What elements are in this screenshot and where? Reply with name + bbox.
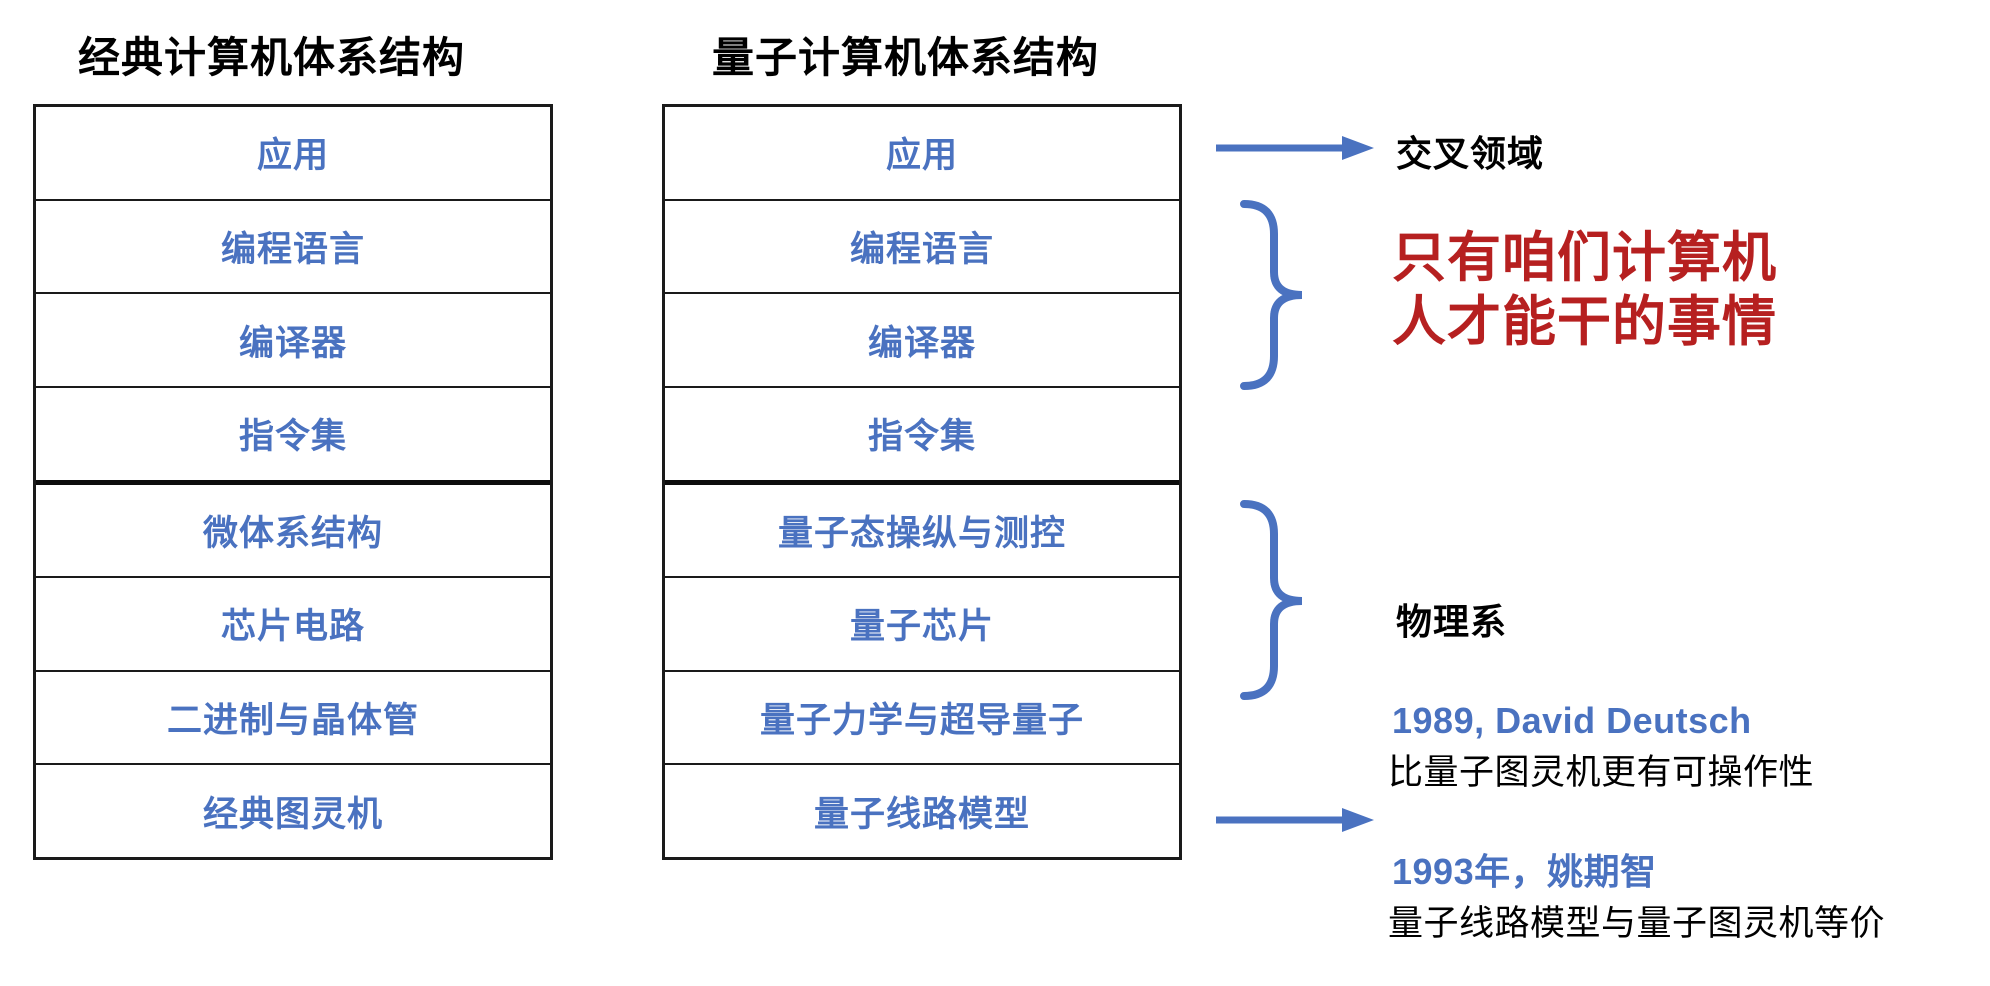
quantum-layer-quantum-chip[interactable]: 量子芯片 (665, 578, 1179, 672)
arrow-right-icon-cross-domain (1216, 136, 1374, 160)
classic-architecture-stack: 应用 编程语言 编译器 指令集 微体系结构 芯片电路 二进制与晶体管 经典图灵机 (33, 104, 553, 860)
curly-brace-icon-hardware-layers (1240, 500, 1303, 700)
physics-department-label: 物理系 (1396, 601, 1508, 642)
date-1993-yao-label: 1993年，姚期智 (1392, 851, 1657, 892)
quantum-layer-mechanics-superconducting[interactable]: 量子力学与超导量子 (665, 672, 1179, 766)
arrow-right-icon-circuit-model (1216, 808, 1374, 832)
red-callout-line-1: 只有咱们计算机 (1392, 228, 1777, 288)
date-1989-deutsch-label: 1989, David Deutsch (1392, 700, 1752, 741)
quantum-layer-state-control[interactable]: 量子态操纵与测控 (665, 485, 1179, 579)
classic-architecture-title: 经典计算机体系结构 (78, 34, 466, 81)
curly-brace-icon-software-layers (1240, 200, 1303, 390)
classic-layer-application[interactable]: 应用 (36, 107, 550, 201)
date-1989-description: 比量子图灵机更有可操作性 (1388, 753, 1815, 792)
red-callout-text: 只有咱们计算机 人才能干的事情 (1392, 227, 1777, 354)
classic-layer-compiler[interactable]: 编译器 (36, 294, 550, 388)
quantum-layer-circuit-model[interactable]: 量子线路模型 (813, 794, 1030, 834)
quantum-layer-application[interactable]: 应用 (665, 107, 1179, 201)
classic-layer-binary-transistor[interactable]: 二进制与晶体管 (36, 672, 550, 766)
cross-domain-label: 交叉领域 (1396, 133, 1545, 174)
quantum-layer-compiler[interactable]: 编译器 (665, 294, 1179, 388)
quantum-layer-instruction-set[interactable]: 指令集 (665, 388, 1179, 485)
classic-layer-programming-language[interactable]: 编程语言 (36, 201, 550, 295)
quantum-layer-programming-language[interactable]: 编程语言 (665, 201, 1179, 295)
classic-layer-turing-machine[interactable]: 经典图灵机 (202, 794, 383, 834)
quantum-architecture-title: 量子计算机体系结构 (712, 34, 1100, 81)
date-1993-description: 量子线路模型与量子图灵机等价 (1388, 904, 1886, 943)
red-callout-line-2: 人才能干的事情 (1392, 291, 1777, 352)
classic-layer-microarchitecture[interactable]: 微体系结构 (36, 485, 550, 579)
classic-layer-chip-circuit[interactable]: 芯片电路 (36, 578, 550, 672)
quantum-architecture-stack: 应用 编程语言 编译器 指令集 量子态操纵与测控 量子芯片 量子力学与超导量子 … (662, 104, 1182, 860)
classic-layer-instruction-set[interactable]: 指令集 (36, 388, 550, 485)
